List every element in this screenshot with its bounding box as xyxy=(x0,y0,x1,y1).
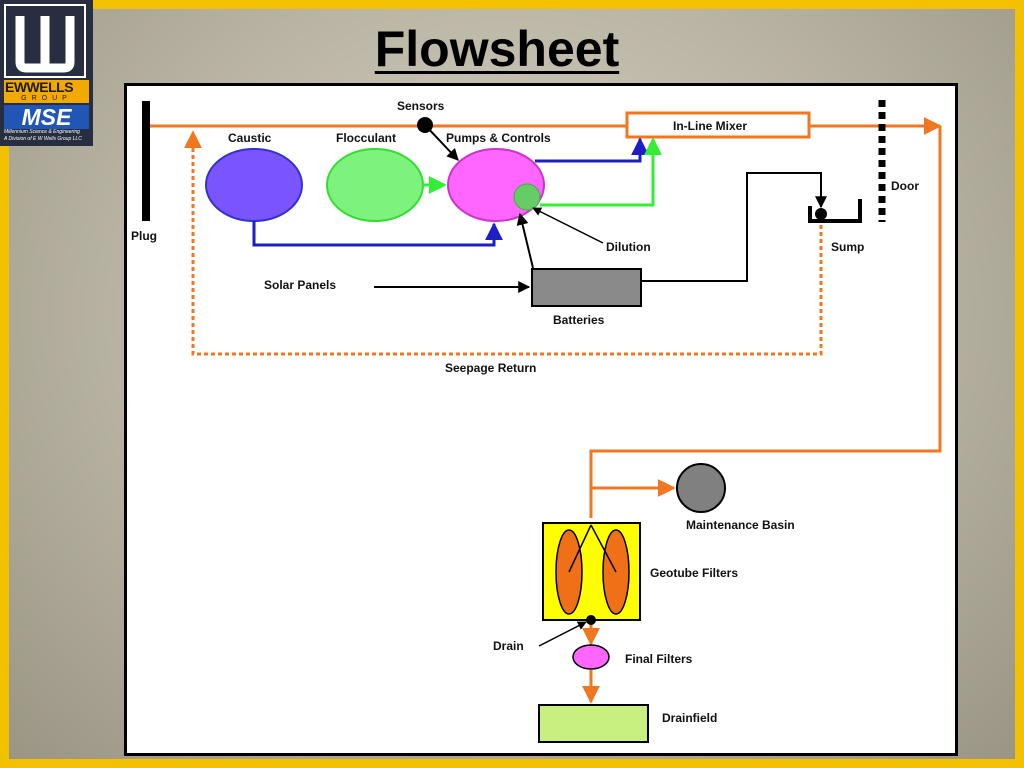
logo-w-mark xyxy=(4,4,86,78)
sump-vessel xyxy=(808,199,862,223)
discharge-line xyxy=(589,126,942,518)
solar-panels-label: Solar Panels xyxy=(264,278,336,292)
logo-mse: MSE xyxy=(4,105,89,129)
seepage-return-label: Seepage Return xyxy=(445,361,536,375)
drain-label: Drain xyxy=(493,639,524,653)
inline-mixer-label: In-Line Mixer xyxy=(673,119,747,133)
batteries-box xyxy=(531,268,642,307)
drain-pointer xyxy=(538,621,587,647)
page-title: Flowsheet xyxy=(374,21,620,77)
flocculant-tank xyxy=(326,148,424,222)
caustic-tank xyxy=(205,148,303,222)
sump-label: Sump xyxy=(831,240,864,254)
inline-mixer-box xyxy=(625,111,811,139)
sensor-lead xyxy=(424,124,459,161)
geotube-feed-right xyxy=(590,524,617,573)
battery-to-pumps-line xyxy=(516,212,534,269)
battery-to-sump-line xyxy=(641,172,827,282)
caustic-feed-line xyxy=(252,221,503,247)
plug-label: Plug xyxy=(131,229,157,243)
drainfield-label: Drainfield xyxy=(662,711,717,725)
drain-node xyxy=(586,615,596,625)
door-label: Door xyxy=(891,179,919,193)
sensor-node xyxy=(417,117,433,133)
maintenance-basin xyxy=(676,463,726,513)
company-logo: EWWELLS GROUP MSE Millennium Science & E… xyxy=(0,0,93,146)
drainfield-box xyxy=(538,704,649,743)
plug-bar xyxy=(142,101,150,221)
dilution-pointer xyxy=(532,207,604,244)
caustic-label: Caustic xyxy=(228,131,272,145)
w-mark-icon xyxy=(4,4,86,78)
dilution-to-mixer-line xyxy=(540,137,662,207)
sensors-label: Sensors xyxy=(397,99,445,113)
logo-subline-1: Millennium Science & Engineering xyxy=(4,129,80,135)
final-filter xyxy=(572,644,610,670)
final-filters-label: Final Filters xyxy=(625,652,693,666)
pumps-controls-label: Pumps & Controls xyxy=(446,131,551,145)
seepage-return-line xyxy=(184,130,823,356)
sump-pump xyxy=(815,208,827,220)
dilution-port xyxy=(513,183,541,211)
logo-group: GROUP xyxy=(4,95,89,103)
logo-subline: Millennium Science & Engineering A Divis… xyxy=(4,129,89,143)
pump-to-mixer-line xyxy=(535,137,649,163)
flocculant-label: Flocculant xyxy=(336,131,396,145)
geotube-filters-label: Geotube Filters xyxy=(650,566,738,580)
logo-subline-2: A Division of E W Wells Group LLC xyxy=(4,136,82,142)
dilution-label: Dilution xyxy=(606,240,651,254)
geotube-feed-left xyxy=(568,524,592,573)
maintenance-basin-label: Maintenance Basin xyxy=(686,518,795,532)
batteries-label: Batteries xyxy=(553,313,605,327)
